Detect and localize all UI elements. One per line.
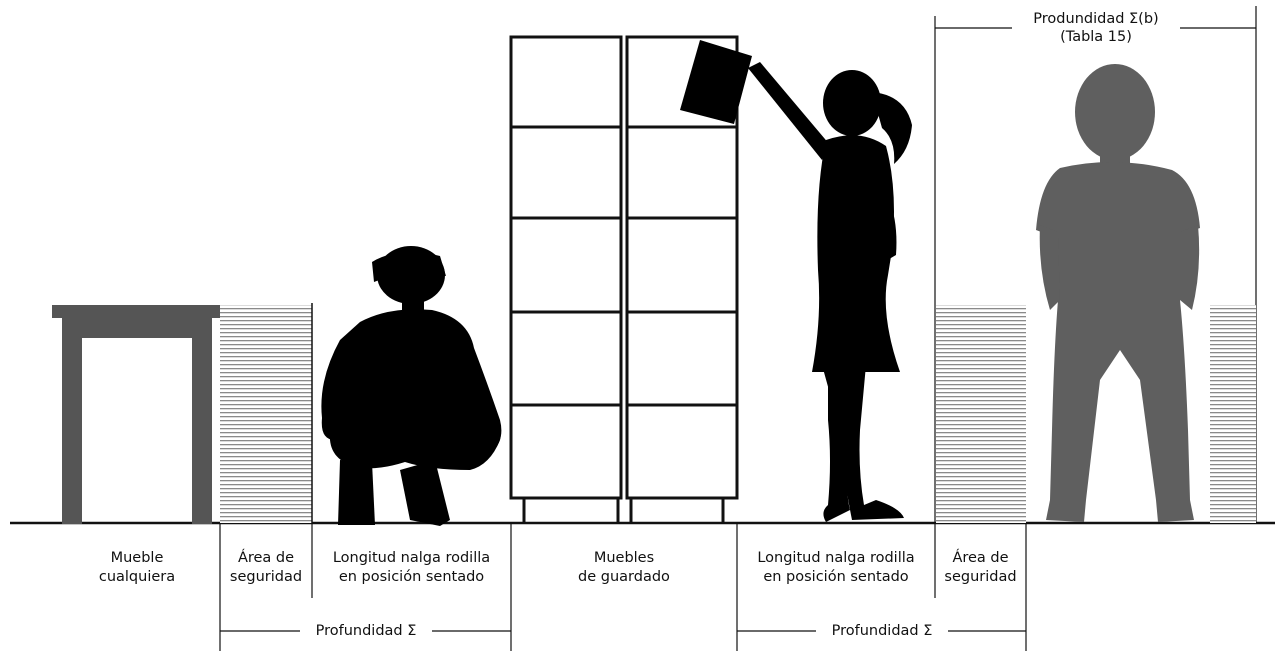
crouching-child-silhouette [321,246,502,526]
label-area-seguridad-2: Área de seguridad [944,550,1017,585]
dimension-profundidad-2: Profundidad Σ [816,622,948,640]
standing-child-gray-silhouette [1036,64,1200,522]
dimension-profundidad-1: Profundidad Σ [300,622,432,640]
generic-table [52,305,220,524]
label-separators [219,523,1027,651]
storage-cabinet [509,35,739,523]
dimension-profundidad-b: Produndidad Σ(b) (Tabla 15) [1012,10,1180,46]
label-longitud-nalga-rodilla-2: Longitud nalga rodilla en posición senta… [757,550,915,585]
safety-area-hatch-1 [220,305,312,523]
safety-area-hatch-2 [936,305,1026,523]
book-silhouette [680,40,752,124]
label-muebles-guardado: Muebles de guardado [578,550,670,585]
label-longitud-nalga-rodilla-1: Longitud nalga rodilla en posición senta… [332,550,491,585]
safety-area-hatch-3 [1210,305,1256,523]
standing-girl-silhouette [748,62,912,522]
label-area-seguridad-1: Área de seguridad [229,550,303,585]
label-mueble-cualquiera: Mueble cualquiera [98,550,176,585]
